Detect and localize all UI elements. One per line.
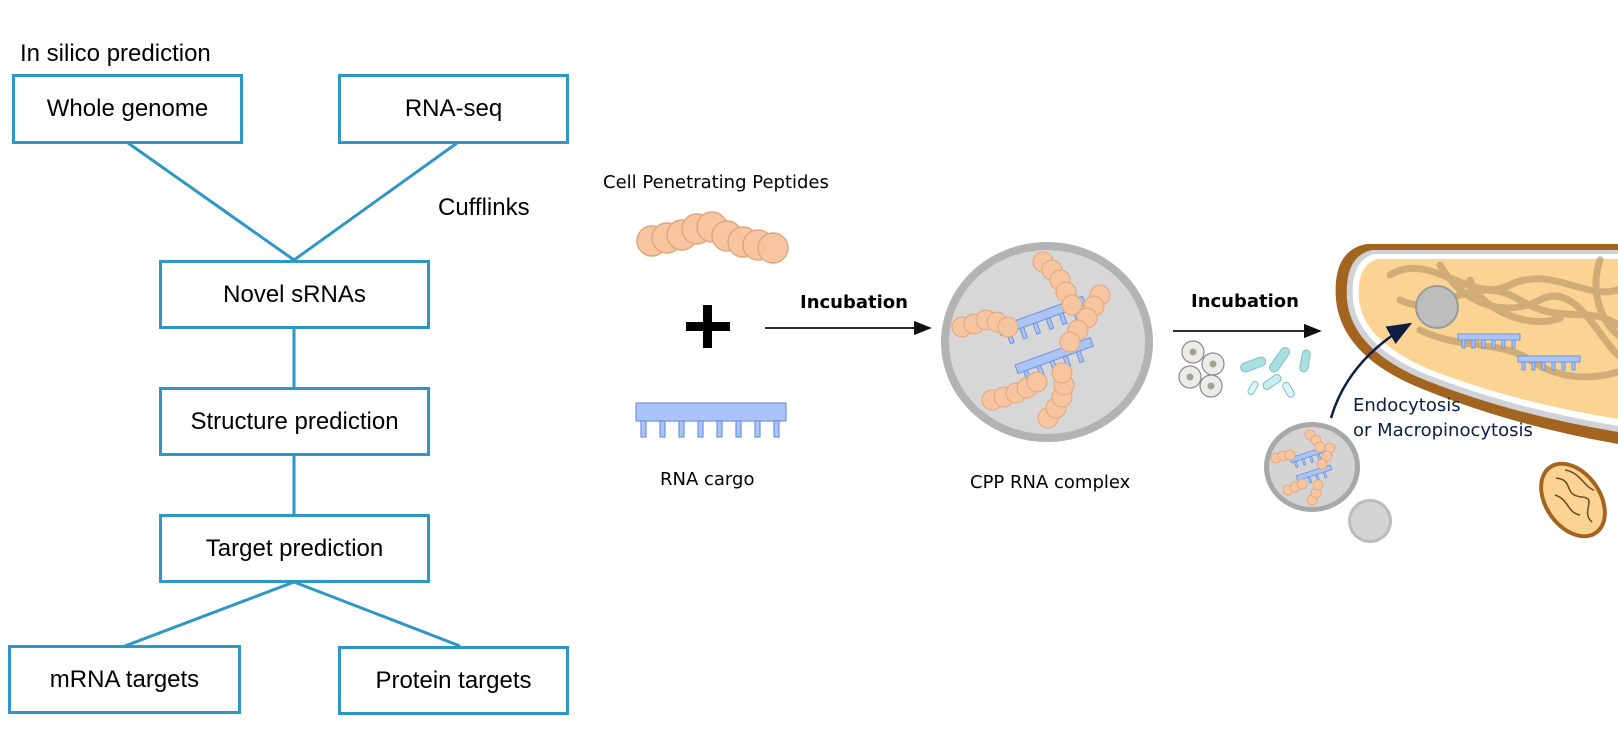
- endocytosis-label: Endocytosis or Macropinocytosis: [1353, 393, 1533, 443]
- structure-prediction-box: Structure prediction: [159, 387, 430, 456]
- rna-strand-icon: [635, 402, 787, 438]
- incubation-label-2: Incubation: [1191, 291, 1299, 312]
- target-prediction-box: Target prediction: [159, 514, 430, 583]
- endocytosis-arrow-icon: [1329, 322, 1413, 419]
- rna-cargo-label: RNA cargo: [660, 469, 755, 490]
- incubation-label-1: Incubation: [800, 292, 908, 313]
- cpp-label: Cell Penetrating Peptides: [603, 172, 829, 193]
- flowchart-title: In silico prediction: [20, 40, 211, 67]
- whole-genome-box: Whole genome: [12, 74, 243, 144]
- endocytosis-line-1: Endocytosis: [1353, 395, 1461, 416]
- flow-connectors: [124, 141, 461, 648]
- protein-targets-box: Protein targets: [338, 646, 569, 715]
- cufflinks-label: Cufflinks: [438, 194, 530, 221]
- mrna-targets-box: mRNA targets: [8, 645, 241, 714]
- endocytosis-line-2: or Macropinocytosis: [1353, 420, 1533, 441]
- mitochondrion-icon: [1539, 461, 1607, 539]
- vesicle-icon: [1264, 422, 1392, 543]
- cpp-rna-complex-icon: [941, 242, 1153, 442]
- complex-label: CPP RNA complex: [970, 472, 1131, 493]
- cell-icon: [1335, 244, 1618, 444]
- bacteria-icon: [1178, 340, 1311, 398]
- peptide-chain-icon: [636, 211, 789, 264]
- plus-icon: [686, 305, 730, 348]
- rna-seq-box: RNA-seq: [338, 74, 569, 144]
- novel-srnas-box: Novel sRNAs: [159, 260, 430, 329]
